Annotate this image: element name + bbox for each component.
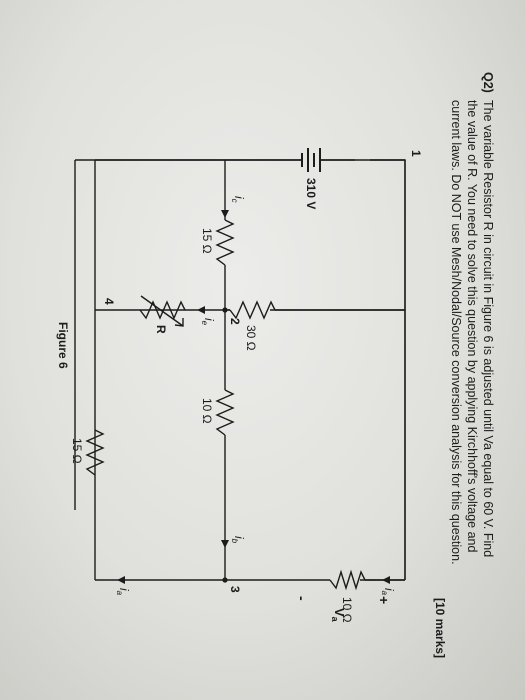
- label-ia-bottom: ia: [115, 588, 131, 596]
- label-r10-mid: 10 Ω: [200, 398, 214, 424]
- node-label-3: 3: [228, 586, 242, 593]
- variable-r-arrowhead: [174, 318, 184, 327]
- va-plus: +: [376, 596, 392, 604]
- label-ic: ic: [230, 196, 246, 203]
- node-label-2: 2: [228, 318, 242, 325]
- arrow-ib: [221, 540, 229, 548]
- label-r15-bottom: 15 Ω: [70, 438, 84, 464]
- resistor-15-left: [215, 219, 235, 266]
- variable-r-arrow: [140, 295, 184, 327]
- label-r30: 30 Ω: [244, 325, 258, 351]
- label-ia-top: ia: [380, 588, 396, 596]
- resistor-30: [229, 300, 276, 320]
- label-r10-right: 10 Ω: [340, 597, 354, 623]
- wire-left-rail: [370, 159, 406, 311]
- label-source: 310 V: [304, 178, 318, 209]
- label-ib: ib: [230, 536, 246, 544]
- label-ie: ie: [200, 318, 216, 326]
- arrow-ie: [197, 306, 205, 314]
- node-label-4: 4: [102, 298, 116, 305]
- arrow-ic: [221, 210, 229, 218]
- label-r-variable: R: [154, 325, 168, 334]
- resistor-variable-r: [139, 300, 186, 320]
- figure-caption: Figure 6: [56, 322, 70, 369]
- node-dot-3: [222, 577, 228, 583]
- label-r15-left: 15 Ω: [200, 228, 214, 254]
- arrow-ia-bottom: [117, 576, 125, 584]
- arrow-ia-top: [382, 576, 390, 584]
- resistor-10-mid: [215, 389, 235, 436]
- va-minus: -: [294, 596, 310, 601]
- node-dot-2: [222, 307, 228, 313]
- resistor-10-right: [329, 569, 366, 591]
- resistor-15-bottom: [85, 429, 105, 476]
- va-label: Va: [330, 608, 347, 623]
- node-label-1: 1: [409, 150, 423, 157]
